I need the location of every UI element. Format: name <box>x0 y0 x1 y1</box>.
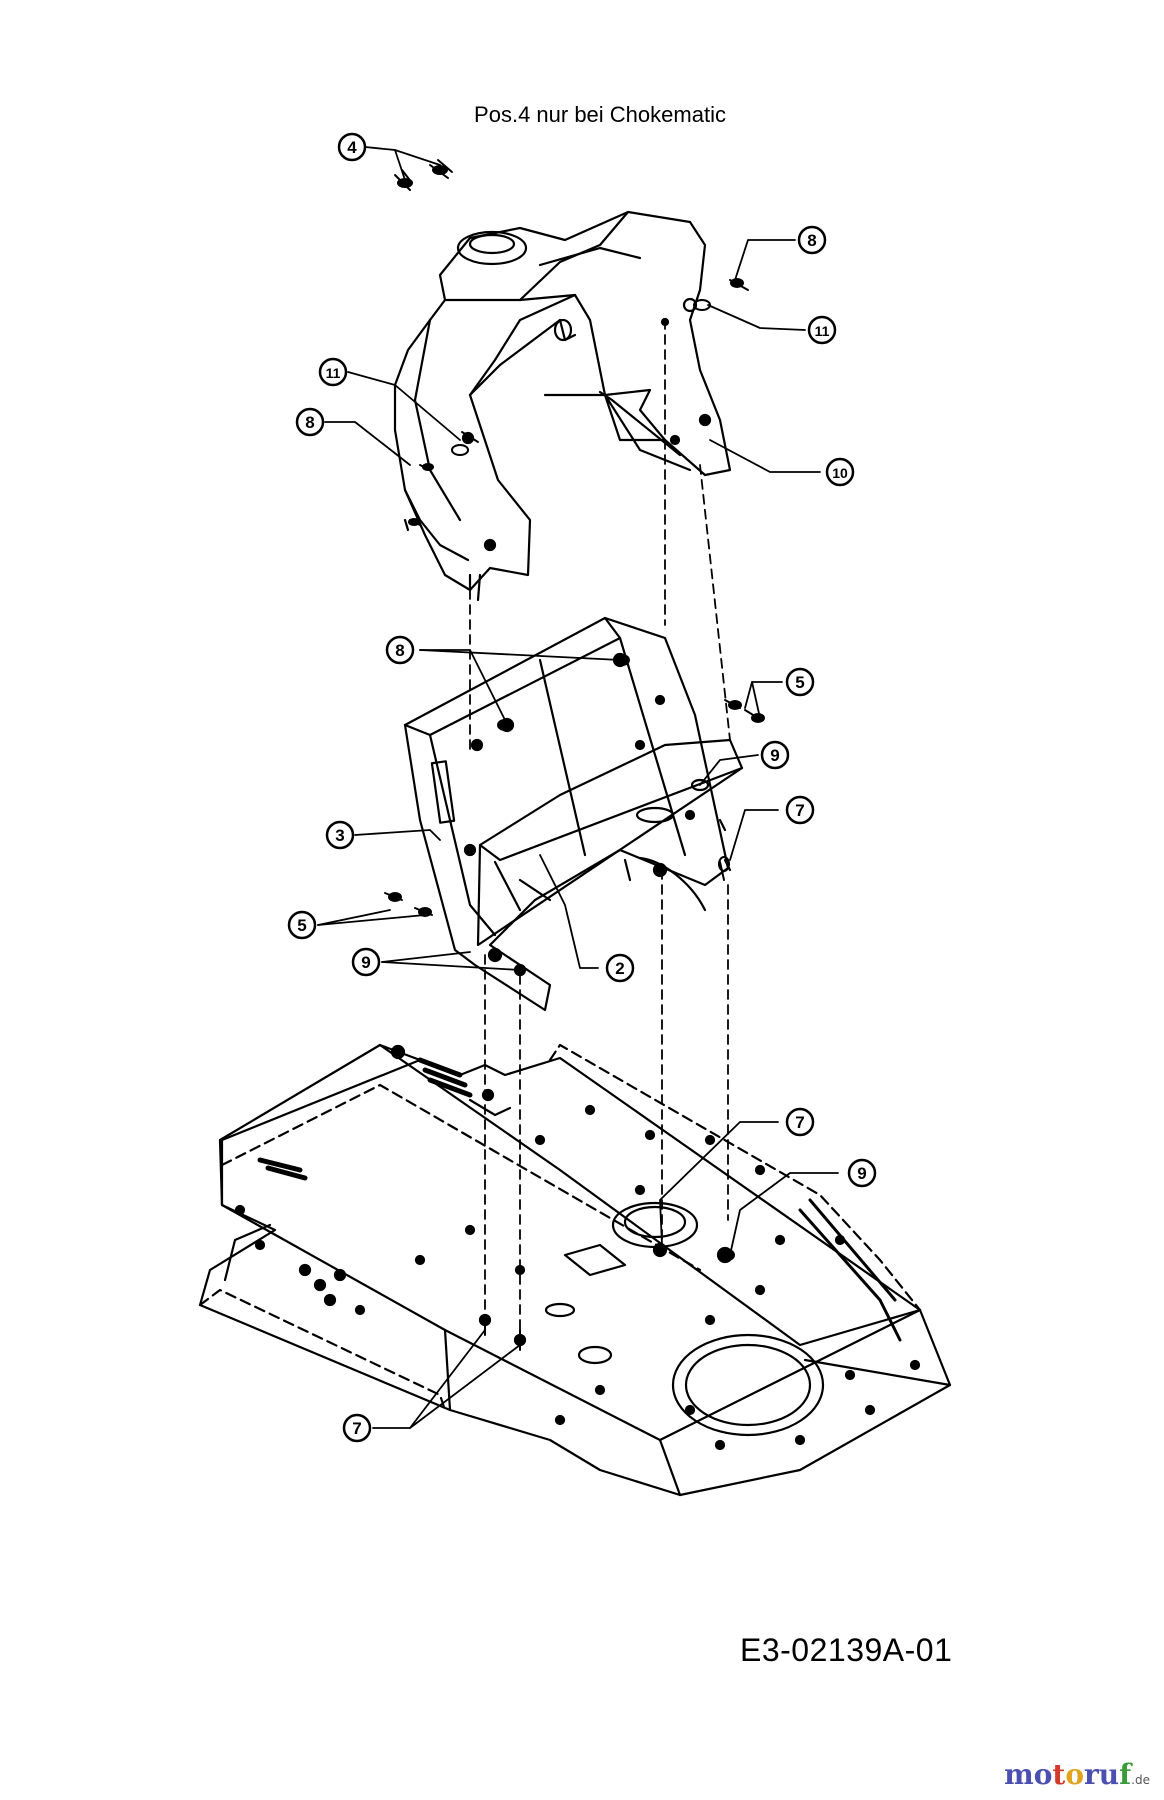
callout-number: 9 <box>361 953 370 972</box>
callout-circle <box>785 667 815 697</box>
callout-number: 11 <box>326 365 341 381</box>
callout-circle <box>785 795 815 825</box>
callout-circle <box>325 820 355 850</box>
callout-circle <box>605 953 635 983</box>
callout-circle <box>847 1158 877 1188</box>
callout-number: 10 <box>832 465 848 481</box>
callout-circle <box>295 407 325 437</box>
callout-circle <box>351 947 381 977</box>
callout-9: 9 <box>760 740 790 770</box>
callout-circle <box>760 740 790 770</box>
callout-circle <box>385 635 415 665</box>
brand-part-4: ru <box>1084 1758 1120 1791</box>
callout-number: 5 <box>795 673 804 692</box>
callout-number: 2 <box>615 959 624 978</box>
upper-housing <box>393 210 732 602</box>
callout-circle <box>797 225 827 255</box>
callout-8: 8 <box>295 407 325 437</box>
diagram-note: Pos.4 nur bei Chokematic <box>474 102 726 127</box>
callout-7: 7 <box>785 1107 815 1137</box>
callout-circle <box>825 457 855 487</box>
callout-circle <box>342 1413 372 1443</box>
callout-circle <box>318 357 348 387</box>
callout-5: 5 <box>785 667 815 697</box>
callout-number: 7 <box>795 801 804 820</box>
callout-group: 4 8 11 11 8 10 8 5 9 7 3 5 9 2 7 9 7 <box>287 132 877 1443</box>
brand-part-1: mo <box>1004 1758 1053 1791</box>
callout-number: 11 <box>815 323 830 339</box>
leader-lines <box>317 146 839 1429</box>
callout-number: 9 <box>770 746 779 765</box>
callout-number: 8 <box>395 641 404 660</box>
brand-tld: .de <box>1131 1773 1150 1787</box>
callout-circle <box>287 910 317 940</box>
callout-number: 8 <box>807 231 816 250</box>
callout-3: 3 <box>325 820 355 850</box>
callout-11: 11 <box>807 315 837 345</box>
callout-7: 7 <box>785 795 815 825</box>
brand-part-5: f <box>1119 1758 1132 1791</box>
callout-8: 8 <box>385 635 415 665</box>
alignment-lines <box>469 319 731 1336</box>
callout-9: 9 <box>351 947 381 977</box>
brand-part-2: t <box>1052 1758 1066 1791</box>
callout-11: 11 <box>318 357 348 387</box>
callout-number: 5 <box>297 916 306 935</box>
middle-bracket <box>403 616 744 1012</box>
callout-number: 7 <box>795 1113 804 1132</box>
callout-5: 5 <box>287 910 317 940</box>
callout-9: 9 <box>847 1158 877 1188</box>
callout-circle <box>785 1107 815 1137</box>
callout-number: 9 <box>857 1164 866 1183</box>
brand-logo: motoruf.de <box>1004 1758 1150 1791</box>
base-chassis <box>198 1043 952 1497</box>
callout-10: 10 <box>825 457 855 487</box>
drawing-code: E3-02139A-01 <box>740 1632 953 1668</box>
callout-circle <box>807 315 837 345</box>
callout-number: 3 <box>335 826 344 845</box>
brand-part-3: o <box>1065 1758 1085 1791</box>
callout-circle <box>337 132 367 162</box>
callout-8: 8 <box>797 225 827 255</box>
callout-2: 2 <box>605 953 635 983</box>
hardware-small-parts <box>384 159 765 1351</box>
callout-number: 4 <box>347 138 357 157</box>
callout-number: 8 <box>305 413 314 432</box>
callout-7: 7 <box>342 1413 372 1443</box>
callout-4: 4 <box>337 132 367 162</box>
callout-number: 7 <box>352 1419 361 1438</box>
